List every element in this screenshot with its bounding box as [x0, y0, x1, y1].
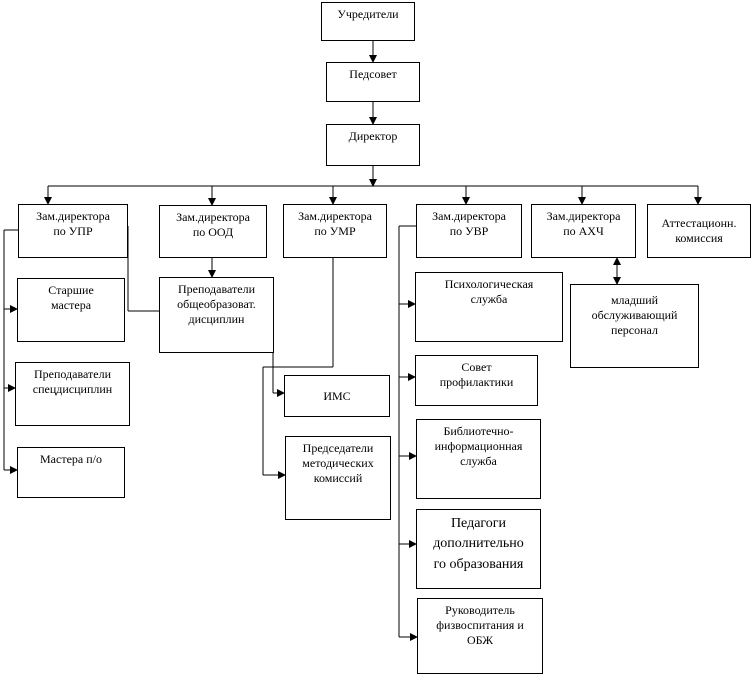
- founders-box: Учредители: [321, 2, 415, 41]
- prevention-council-box: Совет профилактики: [415, 355, 538, 406]
- dep-upr-box: Зам.директора по УПР: [18, 204, 128, 258]
- ims-box: ИМС: [284, 375, 390, 417]
- library-service-label: Библиотечно- информационная служба: [434, 424, 523, 468]
- dep-umr-label: Зам.директора по УМР: [298, 209, 372, 238]
- attestation-box: Аттестационн. комиссия: [647, 204, 751, 258]
- library-service-box: Библиотечно- информационная служба: [416, 419, 541, 499]
- dep-ahch-label: Зам.директора по АХЧ: [546, 209, 621, 238]
- dep-ood-label: Зам.директора по ООД: [176, 210, 250, 239]
- director-box: Директор: [326, 124, 420, 166]
- attestation-label: Аттестационн. комиссия: [661, 216, 737, 245]
- psych-service-label: Психологическая служба: [444, 277, 534, 306]
- dep-upr-label: Зам.директора по УПР: [36, 209, 110, 238]
- po-masters-box: Мастера п/о: [17, 447, 125, 498]
- junior-staff-label: младший обслуживающий персонал: [591, 293, 678, 337]
- dep-ahch-box: Зам.директора по АХЧ: [531, 204, 636, 258]
- extra-teachers-label: Педагоги дополнительно го образования: [433, 516, 524, 572]
- dep-umr-box: Зам.директора по УМР: [283, 204, 387, 258]
- pe-head-label: Руководитель физвоспитания и ОБЖ: [436, 603, 524, 647]
- junior-staff-box: младший обслуживающий персонал: [570, 284, 699, 368]
- ped-council-label: Педсовет: [349, 67, 397, 81]
- method-chairs-label: Председатели методических комиссий: [302, 441, 374, 485]
- dep-uvr-label: Зам.директора по УВР: [432, 209, 506, 238]
- pe-head-box: Руководитель физвоспитания и ОБЖ: [417, 598, 543, 674]
- method-chairs-box: Председатели методических комиссий: [285, 436, 391, 520]
- gen-teachers-label: Преподаватели общеобразоват. дисциплин: [177, 282, 256, 326]
- ims-label: ИМС: [323, 388, 351, 403]
- senior-masters-box: Старшие мастера: [17, 278, 125, 342]
- gen-teachers-box: Преподаватели общеобразоват. дисциплин: [159, 277, 274, 353]
- prevention-council-label: Совет профилактики: [439, 360, 514, 389]
- po-masters-label: Мастера п/о: [40, 452, 102, 466]
- dep-uvr-box: Зам.директора по УВР: [416, 204, 522, 258]
- dep-ood-box: Зам.директора по ООД: [159, 205, 267, 258]
- founders-label: Учредители: [337, 7, 399, 21]
- senior-masters-label: Старшие мастера: [48, 283, 94, 312]
- psych-service-box: Психологическая служба: [415, 272, 563, 342]
- ped-council-box: Педсовет: [326, 62, 420, 102]
- spec-teachers-label: Преподаватели спецдисциплин: [32, 367, 113, 396]
- extra-teachers-box: Педагоги дополнительно го образования: [416, 509, 541, 589]
- director-label: Директор: [348, 129, 398, 143]
- spec-teachers-box: Преподаватели спецдисциплин: [15, 362, 130, 426]
